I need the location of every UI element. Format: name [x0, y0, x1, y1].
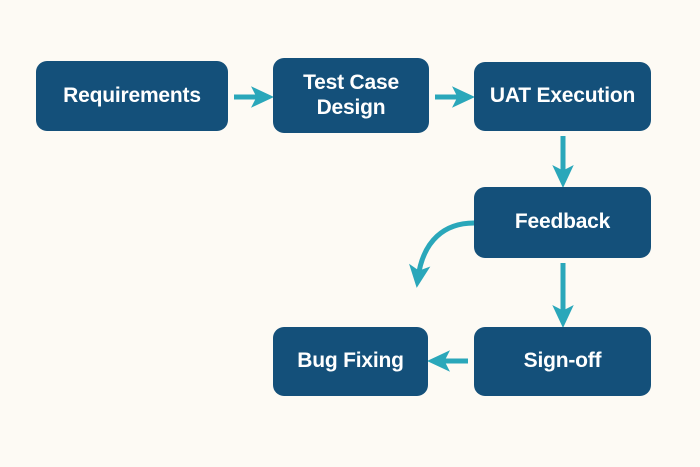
- node-feedback[interactable]: Feedback: [474, 187, 651, 258]
- node-feedback-label: Feedback: [514, 210, 611, 234]
- node-test-case-design[interactable]: Test Case Design: [273, 58, 429, 133]
- node-uat-execution[interactable]: UAT Execution: [474, 62, 651, 131]
- node-bug-fixing[interactable]: Bug Fixing: [273, 327, 428, 396]
- node-sign-off[interactable]: Sign-off: [474, 327, 651, 396]
- node-requirements-label: Requirements: [63, 83, 201, 107]
- node-bug-fixing-label: Bug Fixing: [297, 349, 404, 373]
- node-requirements[interactable]: Requirements: [36, 61, 228, 131]
- node-uat-execution-label: UAT Execution: [489, 84, 636, 108]
- node-test-case-design-label: Test Case Design: [303, 70, 399, 119]
- arrow-feedback-loop-out: [409, 220, 475, 288]
- node-sign-off-label: Sign-off: [523, 349, 602, 373]
